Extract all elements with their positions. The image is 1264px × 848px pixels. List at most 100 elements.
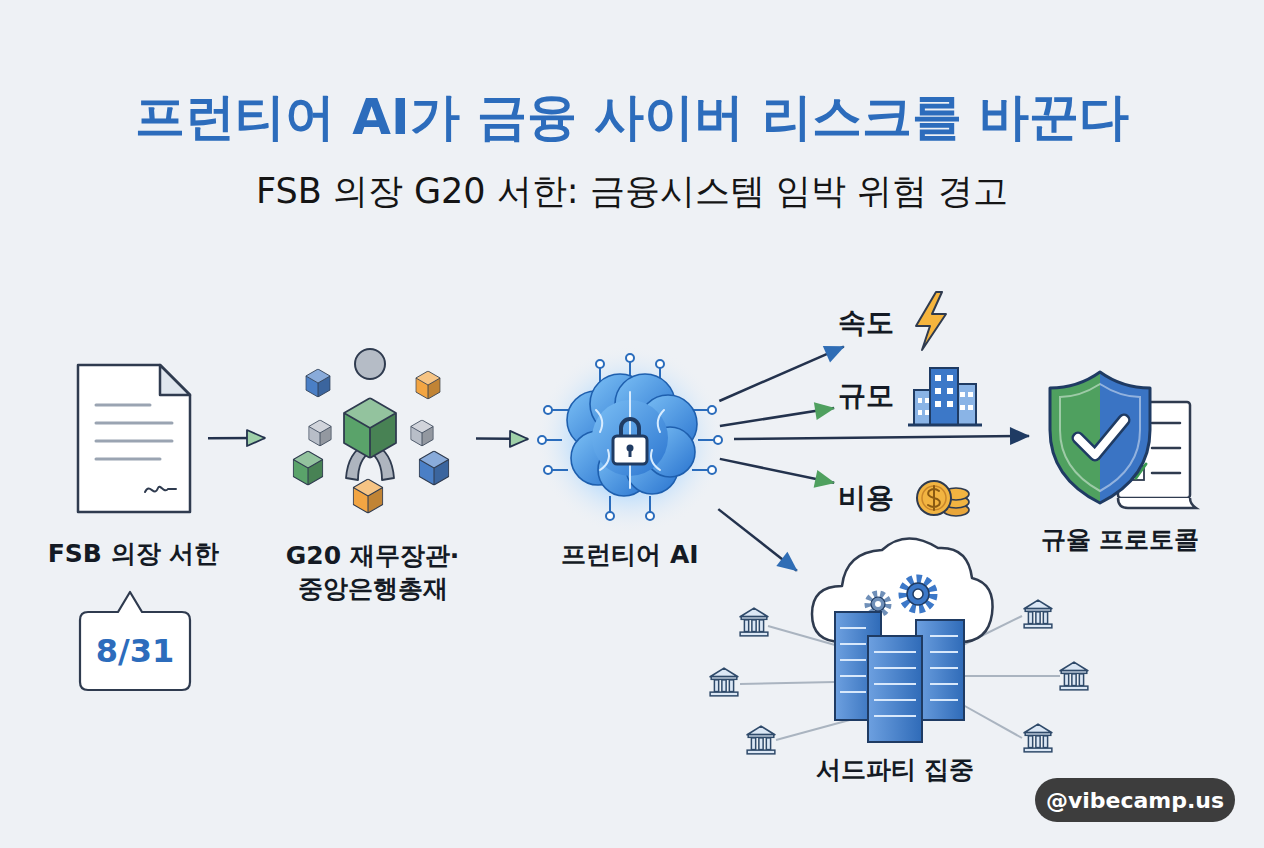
cloud-server-icon bbox=[1024, 724, 1052, 752]
building-icon bbox=[908, 424, 982, 427]
ai-brain-icon bbox=[535, 345, 725, 535]
cloud-server-icon bbox=[907, 583, 929, 605]
ai-brain-icon bbox=[649, 496, 651, 512]
cloud-server-icon bbox=[840, 675, 866, 677]
building-icon bbox=[947, 388, 953, 394]
cloud-server-icon bbox=[930, 683, 958, 685]
ai-brain-icon bbox=[714, 436, 722, 444]
document-icon bbox=[96, 458, 160, 461]
date-callout: 8/31 bbox=[80, 612, 190, 690]
building-icon bbox=[918, 398, 922, 403]
g20-cubes-icon bbox=[306, 369, 330, 397]
building-icon bbox=[947, 401, 953, 407]
arrow-connector bbox=[718, 509, 797, 571]
building-icon bbox=[968, 405, 973, 410]
document-icon bbox=[160, 365, 190, 395]
cloud-server-icon bbox=[913, 589, 923, 599]
arrow-connector bbox=[734, 436, 1029, 439]
cloud-server-icon bbox=[930, 635, 958, 637]
g20-cubes-icon bbox=[344, 398, 396, 458]
third-party-node: 서드파티 집중 bbox=[800, 545, 990, 750]
arrow-connector bbox=[720, 459, 834, 483]
ai-brain-icon bbox=[544, 466, 552, 474]
g20-cubes-icon bbox=[416, 371, 440, 399]
ai-brain-icon bbox=[626, 354, 634, 362]
lightning-icon bbox=[916, 292, 946, 350]
cloud-server-icon bbox=[916, 620, 964, 720]
building-icon bbox=[935, 375, 941, 381]
ai-brain-icon bbox=[538, 436, 546, 444]
document-icon bbox=[78, 365, 190, 512]
building-icon bbox=[918, 375, 973, 415]
node-label: 규율 프로토콜 bbox=[990, 523, 1250, 556]
building-icon bbox=[968, 392, 973, 397]
watermark-pill bbox=[1035, 778, 1235, 822]
cloud-server-icon bbox=[747, 726, 775, 754]
ai-brain-icon bbox=[538, 354, 722, 520]
ai-brain-icon bbox=[651, 450, 660, 470]
g20-cubes-icon bbox=[419, 451, 448, 485]
document-icon bbox=[145, 487, 176, 492]
shield-protocol-icon bbox=[1078, 420, 1124, 455]
shield-protocol-icon bbox=[1118, 498, 1196, 508]
subtitle: FSB 의장 G20 서한: 금융시스템 임박 위험 경고 bbox=[0, 168, 1264, 218]
g20-cubes-icon bbox=[309, 420, 331, 446]
risk-scale-node: 규모 bbox=[838, 362, 985, 430]
ai-brain-icon bbox=[646, 512, 654, 520]
cloud-server-icon bbox=[840, 643, 866, 645]
ai-brain-icon bbox=[708, 406, 716, 414]
ai-brain-icon bbox=[535, 345, 725, 535]
document-icon bbox=[96, 404, 150, 407]
cloud-server-icon bbox=[1024, 600, 1052, 628]
shield-protocol-icon bbox=[1078, 420, 1124, 455]
cloud-server-icon bbox=[871, 597, 885, 611]
building-icon bbox=[947, 375, 953, 381]
shield-protocol-icon bbox=[1152, 472, 1180, 475]
watermark-pill bbox=[1035, 778, 1235, 822]
risk-speed-node: 속도 bbox=[838, 300, 960, 345]
ai-brain-icon bbox=[656, 360, 664, 368]
document-icon bbox=[78, 365, 190, 512]
building-icon bbox=[935, 388, 941, 394]
g20-cubes-icon bbox=[355, 349, 385, 379]
coin-icon bbox=[928, 486, 940, 510]
ai-brain-icon bbox=[552, 409, 568, 411]
protocol-node: 규율 프로토콜 bbox=[1035, 365, 1205, 505]
diagram-title: 프런티어 AI가 금융 사이버 리스크를 바꾼다 bbox=[0, 84, 1264, 151]
shield-protocol-icon bbox=[1050, 372, 1150, 503]
building-icon bbox=[935, 401, 941, 407]
building-icon bbox=[960, 405, 965, 410]
shield-protocol-icon bbox=[1152, 422, 1180, 425]
frontier-ai-node: 프런티어 AI bbox=[548, 360, 712, 520]
cloud-server-icon bbox=[710, 668, 738, 696]
arrow-connector bbox=[476, 437, 528, 440]
node-label: 규모 bbox=[838, 362, 894, 430]
node-label: 서드파티 집중 bbox=[765, 753, 1025, 786]
arrow-connector bbox=[208, 437, 265, 440]
coin-icon bbox=[917, 481, 969, 516]
ai-brain-icon bbox=[544, 406, 552, 414]
ai-brain-icon bbox=[698, 439, 714, 441]
cloud-server-icon bbox=[875, 601, 881, 607]
shield-protocol-icon bbox=[1152, 447, 1180, 450]
watermark: @vibecamp.us bbox=[1035, 778, 1235, 822]
ai-brain-icon bbox=[606, 512, 614, 520]
cloud-server-icon bbox=[868, 636, 922, 742]
date-bubble bbox=[80, 592, 190, 690]
coin-icon bbox=[922, 486, 946, 510]
document-icon bbox=[96, 422, 172, 425]
ai-brain-icon bbox=[596, 360, 604, 368]
g20-cubes-icon bbox=[353, 479, 382, 513]
date-bubble bbox=[80, 592, 190, 690]
document-icon bbox=[96, 440, 172, 443]
cloud-server-icon bbox=[840, 659, 866, 661]
lightning-icon bbox=[916, 292, 946, 350]
g20-node: G20 재무장관· 중앙은행총재 bbox=[285, 350, 460, 525]
cloud-server-icon bbox=[930, 699, 958, 701]
arrow-connector bbox=[720, 408, 834, 426]
cloud-server-icon bbox=[930, 667, 958, 669]
ai-brain-icon bbox=[596, 392, 664, 488]
g20-cubes-icon bbox=[411, 420, 433, 446]
building-icon bbox=[908, 368, 982, 425]
